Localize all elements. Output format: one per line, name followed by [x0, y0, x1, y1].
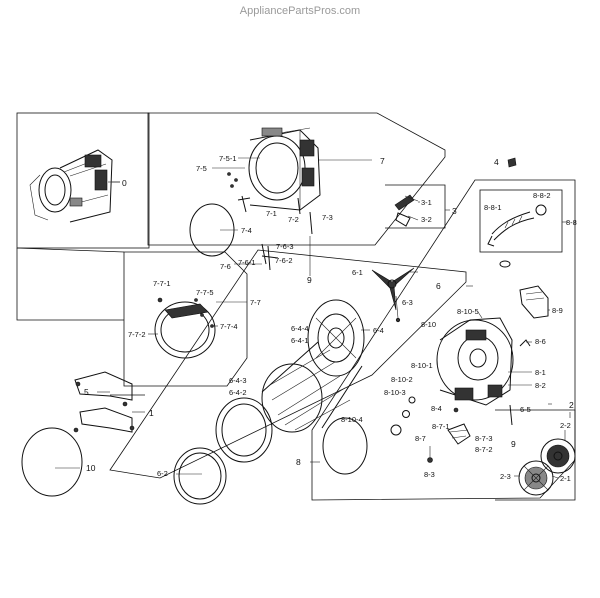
label-9-bottom: 9: [511, 439, 516, 449]
label-8-8: 8-8: [566, 218, 577, 227]
label-8-7-3: 8-7-3: [475, 434, 493, 443]
label-8-2: 8-2: [535, 381, 546, 390]
label-6-4-1: 6-4-1: [291, 336, 309, 345]
label-6-2: 6-2: [157, 469, 168, 478]
label-7-1: 7-1: [266, 209, 277, 218]
label-7-7: 7-7: [250, 298, 261, 307]
label-7-4: 7-4: [241, 226, 252, 235]
label-6-5: 6-5: [520, 405, 531, 414]
part-0-drum-assembly: [29, 149, 120, 223]
label-8-4: 8-4: [431, 404, 442, 413]
label-9-top: 9: [307, 275, 312, 285]
label-8-10-5: 8-10-5: [457, 307, 479, 316]
label-3-2: 3-2: [421, 215, 432, 224]
label-7-7-4: 7-7-4: [220, 322, 238, 331]
label-7-7-2: 7-7-2: [128, 330, 146, 339]
label-3-1: 3-1: [421, 198, 432, 207]
label-10: 10: [86, 463, 96, 473]
label-2-3: 2-3: [500, 472, 511, 481]
part-6-4-drum: [173, 299, 365, 505]
label-6-4-4: 6-4-4: [291, 324, 309, 333]
part-8-tub-rear: [322, 285, 549, 475]
label-8-8-2: 8-8-2: [533, 191, 551, 200]
label-6-1: 6-1: [352, 268, 363, 277]
label-7-6: 7-6: [220, 262, 231, 271]
label-2: 2: [569, 400, 574, 410]
label-8-7-2: 8-7-2: [475, 445, 493, 454]
label-8-8-1: 8-8-1: [484, 203, 502, 212]
label-7-5: 7-5: [196, 164, 207, 173]
label-4: 4: [494, 157, 499, 167]
label-0: 0: [122, 178, 127, 188]
label-8-10-3: 8-10-3: [384, 388, 406, 397]
label-8: 8: [296, 457, 301, 467]
part-3-sensor: [394, 194, 419, 227]
label-3: 3: [452, 206, 457, 216]
label-7-6-3: 7-6-3: [276, 242, 294, 251]
label-8-1: 8-1: [535, 368, 546, 377]
label-7-5-1: 7-5-1: [219, 154, 237, 163]
label-6: 6: [436, 281, 441, 291]
part-6-1-spider: [371, 267, 415, 323]
part-2-motor: [518, 438, 576, 496]
label-1: 1: [149, 408, 154, 418]
label-7-6-2: 7-6-2: [275, 256, 293, 265]
label-7-6-1: 7-6-1: [238, 258, 256, 267]
label-6-4-3: 6-4-3: [229, 376, 247, 385]
label-7-7-5: 7-7-5: [196, 288, 214, 297]
leader-lines: [55, 157, 571, 479]
label-2-1: 2-1: [560, 474, 571, 483]
label-8-10: 8-10: [421, 320, 436, 329]
label-8-3: 8-3: [424, 470, 435, 479]
label-7: 7: [380, 156, 385, 166]
label-2-2: 2-2: [560, 421, 571, 430]
part-4-clip: [507, 157, 517, 168]
label-6-4: 6-4: [373, 326, 384, 335]
label-8-7: 8-7: [415, 434, 426, 443]
label-7-3: 7-3: [322, 213, 333, 222]
label-8-10-2: 8-10-2: [391, 375, 413, 384]
part-7-tub-front: [189, 127, 321, 271]
label-6-4-2: 6-4-2: [229, 388, 247, 397]
part-1-hinge: [73, 371, 135, 433]
part-7-7-frame: [154, 297, 216, 359]
label-8-10-1: 8-10-1: [411, 361, 433, 370]
label-7-7-1: 7-7-1: [153, 279, 171, 288]
part-labels: 0 7 7-5-1 7-5 7-1 7-2 7-3 7-4 7-6-3 7-6-…: [84, 154, 577, 483]
label-7-2: 7-2: [288, 215, 299, 224]
label-8-9: 8-9: [552, 306, 563, 315]
label-8-6: 8-6: [535, 337, 546, 346]
part-8-8-hose: [487, 204, 547, 268]
label-6-3: 6-3: [402, 298, 413, 307]
label-5: 5: [84, 387, 89, 397]
part-10-gasket: [21, 427, 83, 497]
frame-lines: [16, 112, 576, 501]
label-8-10-4: 8-10-4: [341, 415, 363, 424]
label-8-7-1: 8-7-1: [432, 422, 450, 431]
watermark: AppliancePartsPros.com: [239, 5, 361, 17]
